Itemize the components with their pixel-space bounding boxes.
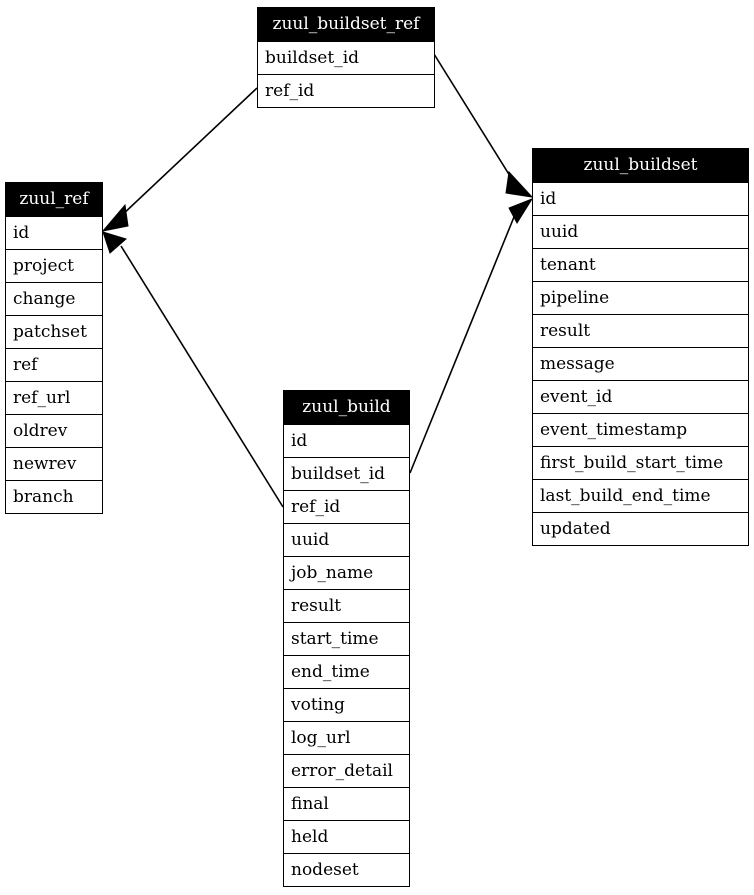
edge-line xyxy=(433,53,516,185)
table-column-zuul_buildset-event_id[interactable]: event_id xyxy=(533,380,748,413)
table-column-zuul_ref-ref[interactable]: ref xyxy=(6,348,102,381)
table-column-zuul_buildset-uuid[interactable]: uuid xyxy=(533,215,748,248)
table-title-zuul_buildset: zuul_buildset xyxy=(533,149,748,182)
edge-zuul_build-buildset_id-to-zuul_buildset-id xyxy=(409,197,534,474)
table-column-zuul_ref-id[interactable]: id xyxy=(6,216,102,249)
arrowhead-icon xyxy=(505,170,534,198)
table-title-zuul_build: zuul_build xyxy=(284,391,409,424)
table-column-zuul_build-held[interactable]: held xyxy=(284,820,409,853)
table-column-zuul_build-buildset_id[interactable]: buildset_id xyxy=(284,457,409,490)
edge-buildset_ref-buildset_id-to-zuul_buildset-id xyxy=(433,53,534,198)
table-column-zuul_build-result[interactable]: result xyxy=(284,589,409,622)
table-column-zuul_build-voting[interactable]: voting xyxy=(284,688,409,721)
arrowhead-icon xyxy=(102,231,128,254)
edge-line xyxy=(409,211,517,474)
arrowhead-icon xyxy=(508,197,534,224)
table-column-zuul_ref-newrev[interactable]: newrev xyxy=(6,447,102,480)
table-column-zuul_ref-change[interactable]: change xyxy=(6,282,102,315)
table-column-zuul_build-nodeset[interactable]: nodeset xyxy=(284,853,409,886)
table-column-zuul_build-final[interactable]: final xyxy=(284,787,409,820)
table-column-zuul_ref-project[interactable]: project xyxy=(6,249,102,282)
table-column-zuul_build-id[interactable]: id xyxy=(284,424,409,457)
table-column-zuul_buildset-result[interactable]: result xyxy=(533,314,748,347)
table-column-zuul_build-uuid[interactable]: uuid xyxy=(284,523,409,556)
table-column-zuul_buildset-pipeline[interactable]: pipeline xyxy=(533,281,748,314)
edge-line xyxy=(119,87,258,218)
table-column-zuul_build-log_url[interactable]: log_url xyxy=(284,721,409,754)
edge-zuul_build-ref_id-to-zuul_ref-id xyxy=(102,231,284,508)
edge-line xyxy=(120,245,284,508)
table-column-zuul_buildset-tenant[interactable]: tenant xyxy=(533,248,748,281)
table-column-zuul_build-end_time[interactable]: end_time xyxy=(284,655,409,688)
table-column-zuul_buildset_ref-ref_id[interactable]: ref_id xyxy=(258,74,434,107)
table-column-zuul_buildset-updated[interactable]: updated xyxy=(533,512,748,545)
table-title-zuul_ref: zuul_ref xyxy=(6,183,102,216)
table-column-zuul_ref-ref_url[interactable]: ref_url xyxy=(6,381,102,414)
table-column-zuul_ref-branch[interactable]: branch xyxy=(6,480,102,513)
table-column-zuul_build-ref_id[interactable]: ref_id xyxy=(284,490,409,523)
table-column-zuul_build-job_name[interactable]: job_name xyxy=(284,556,409,589)
table-title-zuul_buildset_ref: zuul_buildset_ref xyxy=(258,8,434,41)
arrowhead-icon xyxy=(101,203,129,232)
table-column-zuul_ref-oldrev[interactable]: oldrev xyxy=(6,414,102,447)
table-column-zuul_ref-patchset[interactable]: patchset xyxy=(6,315,102,348)
table-column-zuul_buildset-event_timestamp[interactable]: event_timestamp xyxy=(533,413,748,446)
table-column-zuul_buildset-id[interactable]: id xyxy=(533,182,748,215)
table-column-zuul_buildset_ref-buildset_id[interactable]: buildset_id xyxy=(258,41,434,74)
table-column-zuul_build-start_time[interactable]: start_time xyxy=(284,622,409,655)
table-column-zuul_buildset-last_build_end_time[interactable]: last_build_end_time xyxy=(533,479,748,512)
table-column-zuul_buildset-first_build_start_time[interactable]: first_build_start_time xyxy=(533,446,748,479)
table-column-zuul_buildset-message[interactable]: message xyxy=(533,347,748,380)
table-column-zuul_build-error_detail[interactable]: error_detail xyxy=(284,754,409,787)
edge-buildset_ref-ref_id-to-zuul_ref-id xyxy=(101,87,258,232)
